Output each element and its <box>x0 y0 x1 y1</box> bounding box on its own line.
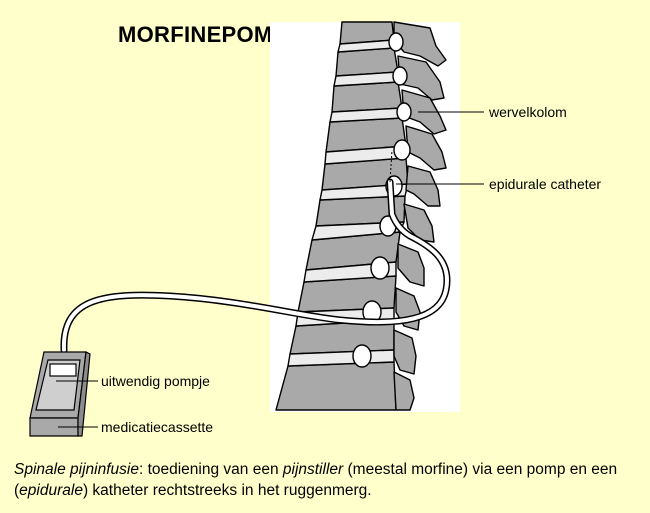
caption-text-4: (meestal morfine) via een pomp en een ( <box>14 461 618 499</box>
caption: Spinale pijninfusie: toediening van een … <box>14 459 644 501</box>
label-catheter: epidurale catheter <box>489 176 602 192</box>
leader-lines <box>56 111 484 428</box>
caption-text-6: ) katheter rechtstreeks in het ruggenmer… <box>82 482 372 499</box>
external-pump <box>29 351 91 437</box>
caption-italic-3: pijnstiller <box>282 461 344 478</box>
spinal-column <box>275 21 447 411</box>
page-title: MORFINEPOMP <box>118 22 288 47</box>
catheter-tip <box>389 149 393 183</box>
label-spine: wervelkolom <box>489 104 567 120</box>
catheter-tube-inner <box>61 180 449 352</box>
caption-text-2: : toediening van een <box>138 461 283 478</box>
label-pump: uitwendig pompje <box>101 373 210 389</box>
label-cassette: medicatiecassette <box>101 419 214 435</box>
caption-italic-1: Spinale pijninfusie <box>14 461 139 478</box>
caption-italic-5: epidurale <box>19 482 83 499</box>
